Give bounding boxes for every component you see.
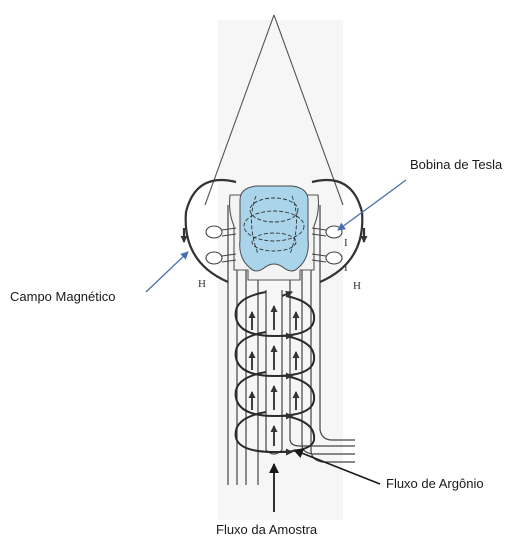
i-label-upper: I xyxy=(344,237,348,249)
campo-pointer-arrow xyxy=(146,252,188,292)
plasma-region xyxy=(240,186,309,271)
fluxo-da-amostra-label: Fluxo da Amostra xyxy=(216,522,317,538)
campo-magnetico-label: Campo Magnético xyxy=(10,289,116,305)
i-label-lower: I xyxy=(344,262,348,274)
fluxo-de-argonio-label: Fluxo de Argônio xyxy=(386,476,484,492)
h-label-left: H xyxy=(198,278,206,290)
h-label-right: H xyxy=(353,280,361,292)
bobina-de-tesla-label: Bobina de Tesla xyxy=(410,157,502,173)
